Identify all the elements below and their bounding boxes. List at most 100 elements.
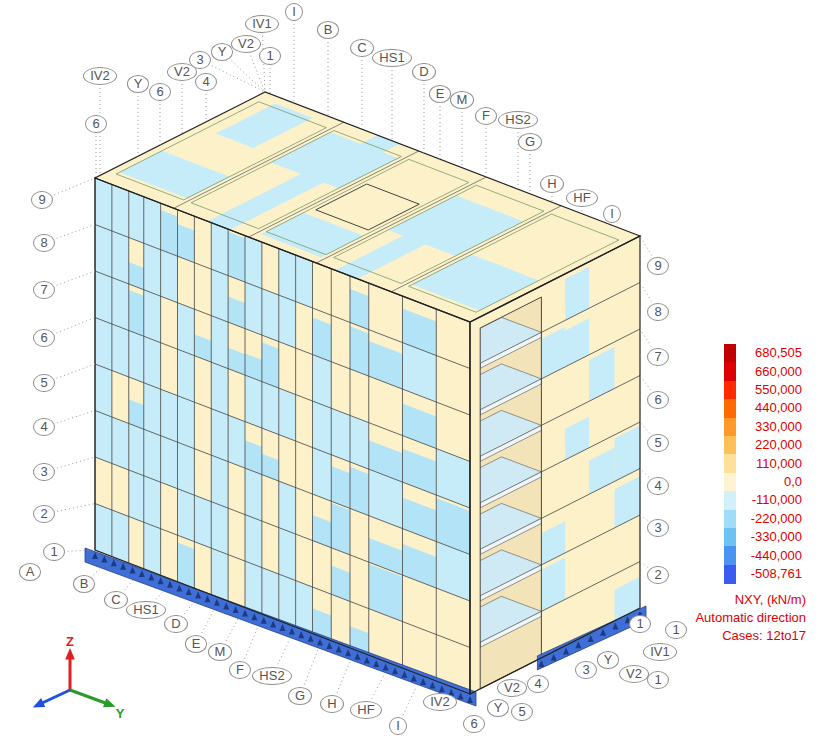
support-symbol [430, 682, 436, 689]
leader-line [245, 627, 258, 659]
roof-grid-line [316, 177, 486, 263]
leader-line [270, 68, 271, 94]
stress-patch [245, 375, 262, 428]
legend-swatch [724, 491, 736, 510]
axis-label: Z [66, 634, 74, 650]
legend-value: -440,000 [751, 548, 802, 564]
leader-line [640, 236, 652, 255]
grid-label: HS1 [133, 602, 158, 617]
stress-patch [245, 515, 262, 568]
stress-patch [211, 223, 228, 276]
slab-edge [480, 518, 541, 554]
grid-bubble: E [429, 85, 452, 103]
stress-patch [95, 178, 112, 231]
grid-label: F [482, 108, 490, 123]
legend-swatch [724, 436, 736, 455]
grid-label: Y [604, 652, 613, 667]
stress-patch [95, 504, 112, 557]
leader-line [392, 70, 393, 141]
stress-patch [262, 289, 279, 342]
grid-bubble: M [208, 643, 233, 661]
grid-bubble: 1 [43, 543, 64, 561]
stress-patch [245, 468, 262, 521]
grid-bubble: 2 [647, 566, 668, 584]
stress-patch [615, 426, 641, 482]
leader-line [182, 84, 183, 134]
support-symbol [101, 556, 107, 563]
grid-label: Y [494, 700, 503, 715]
stress-patch [211, 409, 228, 462]
grid-label: 6 [654, 392, 661, 407]
grid-label: 4 [202, 74, 209, 89]
grid-label: E [436, 86, 445, 101]
legend-swatch [724, 546, 736, 565]
leader-line [57, 225, 95, 239]
stress-patch [331, 503, 350, 555]
stress-patch [112, 231, 129, 284]
grid-bubble: 8 [647, 303, 668, 321]
stress-patch [144, 197, 161, 250]
grid-label: IV1 [252, 16, 272, 31]
support-symbol [317, 638, 323, 645]
leader-line [403, 687, 416, 715]
axis-head [33, 698, 46, 707]
leader-line [372, 675, 384, 699]
legend-value: -110,000 [752, 492, 802, 508]
stress-patch [350, 467, 369, 516]
leader-line [640, 283, 652, 302]
grid-bubble: 9 [31, 191, 52, 209]
stress-patch [436, 449, 470, 508]
grid-label: C [357, 40, 366, 55]
support-symbol [195, 592, 201, 599]
grid-bubble: 6 [85, 115, 106, 133]
grid-bubble: I [389, 717, 407, 735]
grid-label: 7 [40, 282, 47, 297]
stress-patch [95, 364, 112, 417]
support-symbol [612, 622, 618, 629]
legend-value: 110,000 [756, 456, 802, 472]
support-symbol [575, 641, 581, 648]
legend-value: -220,000 [751, 511, 802, 527]
grid-label: 4 [534, 676, 541, 691]
grid-label: 9 [654, 258, 661, 273]
stress-patch [279, 481, 296, 534]
stress-patch [161, 436, 178, 489]
grid-label: 2 [40, 506, 47, 521]
floor-line [541, 422, 640, 472]
stress-patch [129, 470, 144, 522]
legend-swatch [724, 528, 736, 547]
stress-patch [144, 522, 161, 575]
grid-label: HF [357, 702, 374, 717]
stress-patch [211, 502, 228, 555]
grid-bubble: 1 [665, 621, 686, 639]
legend-value: 220,000 [755, 437, 802, 453]
axis-line [40, 690, 70, 704]
grid-bubble: 4 [527, 675, 548, 693]
result-note: NXY, (kN/m) [735, 592, 806, 608]
stress-patch [144, 476, 161, 529]
grid-bubble: HS2 [252, 667, 291, 685]
grid-label: HS1 [379, 50, 404, 65]
grid-bubble: V2 [167, 63, 197, 81]
stress-patch [331, 408, 350, 462]
grid-label: F [236, 662, 244, 677]
leader-line [462, 112, 463, 168]
grid-label: V2 [626, 666, 642, 681]
grid-label: 3 [582, 662, 589, 677]
legend-swatch [724, 454, 736, 473]
grid-label: 4 [40, 419, 47, 434]
roof-opening [316, 184, 420, 230]
leader-line [440, 106, 441, 159]
floor-line [95, 225, 470, 369]
grid-label: Y [134, 76, 143, 91]
grid-label: G [525, 134, 535, 149]
support-symbol [92, 552, 98, 559]
stress-patch [95, 271, 112, 324]
grid-bubble: V2 [231, 35, 261, 53]
leader-line [232, 61, 265, 92]
support-symbol [214, 599, 220, 606]
stress-patch [565, 267, 589, 320]
grid-leaders [54, 24, 651, 715]
